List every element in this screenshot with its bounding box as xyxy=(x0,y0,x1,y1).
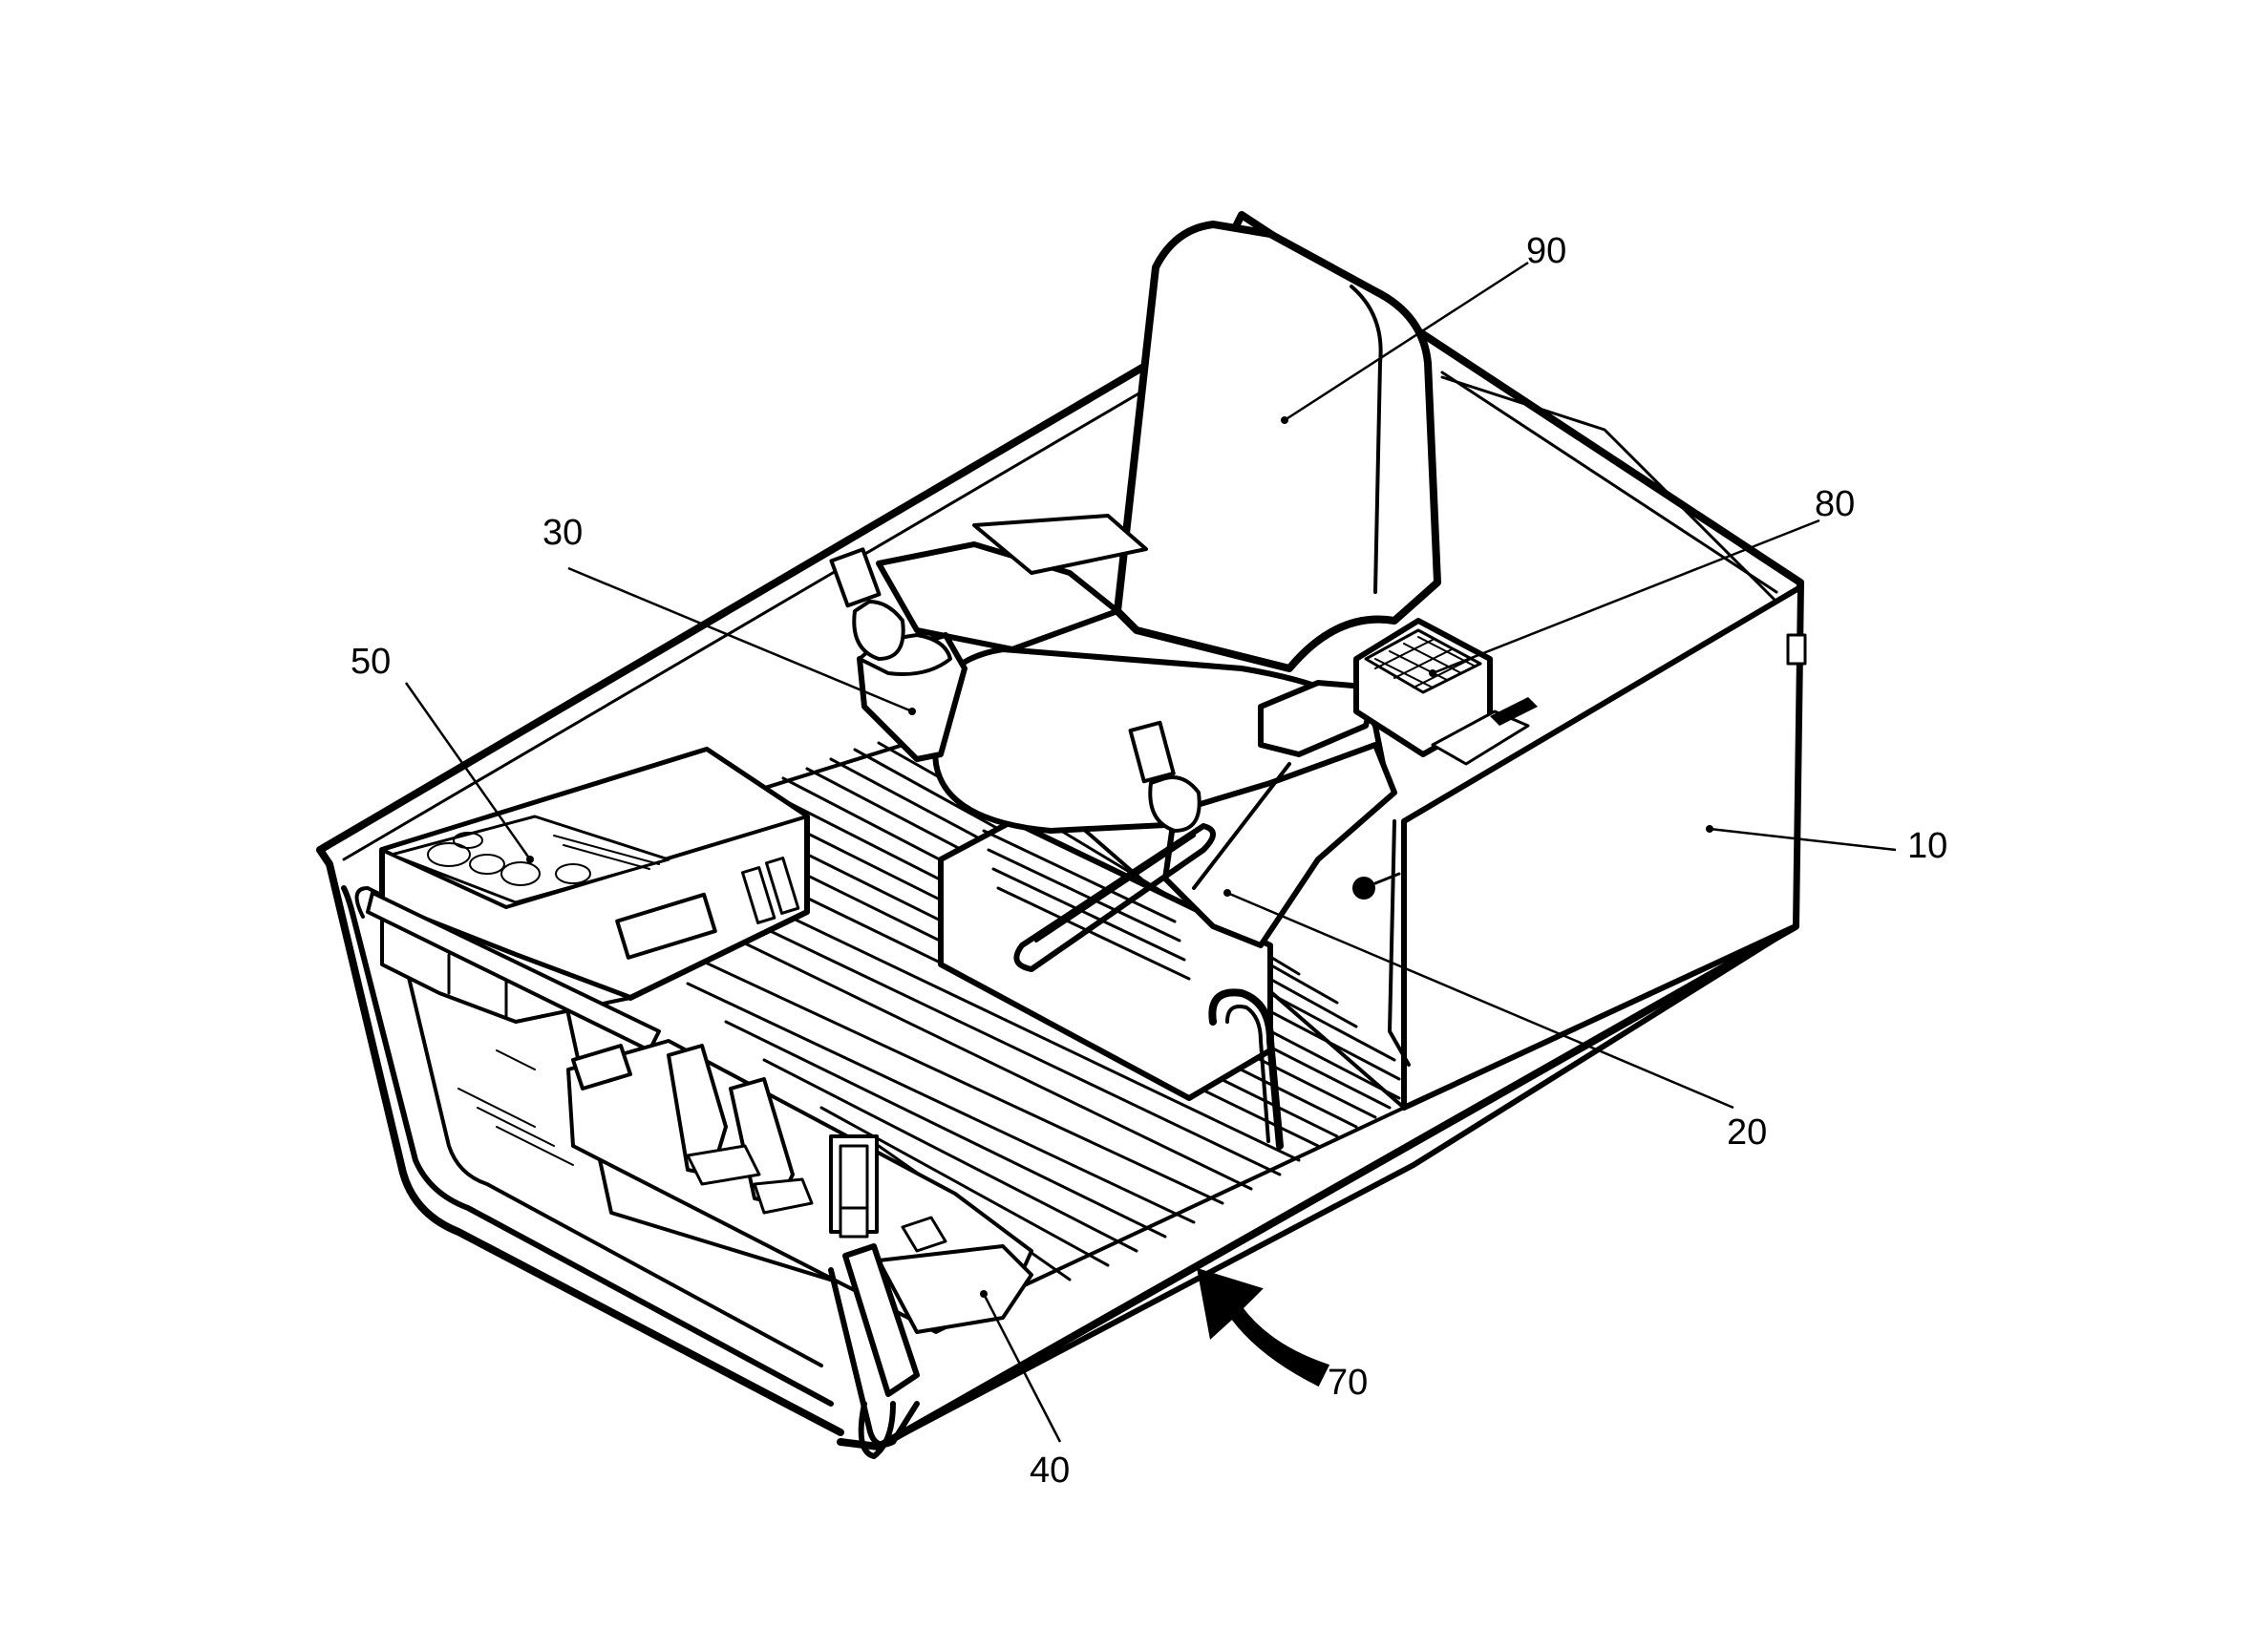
steering-lever xyxy=(828,1134,920,1459)
ref-label-40: 40 xyxy=(1030,1451,1070,1491)
right-joystick xyxy=(1013,720,1216,972)
grab-handle xyxy=(1208,988,1284,1150)
wall-knob xyxy=(1352,872,1401,900)
ref-label-30: 30 xyxy=(542,513,583,553)
leader-lines xyxy=(404,261,1897,1443)
ref-label-80: 80 xyxy=(1815,484,1855,524)
ref-label-70: 70 xyxy=(1328,1363,1368,1403)
ref-label-50: 50 xyxy=(351,642,391,682)
rear-mount-box xyxy=(1353,618,1538,766)
left-joystick xyxy=(829,547,968,762)
ref-label-90: 90 xyxy=(1526,231,1566,271)
reference-labels: 10 20 30 40 50 70 80 90 xyxy=(351,231,1947,1491)
ref-label-20: 20 xyxy=(1727,1112,1767,1153)
direction-arrow xyxy=(1197,1267,1330,1387)
ref-label-10: 10 xyxy=(1907,826,1947,866)
operator-seat xyxy=(876,221,1441,1101)
